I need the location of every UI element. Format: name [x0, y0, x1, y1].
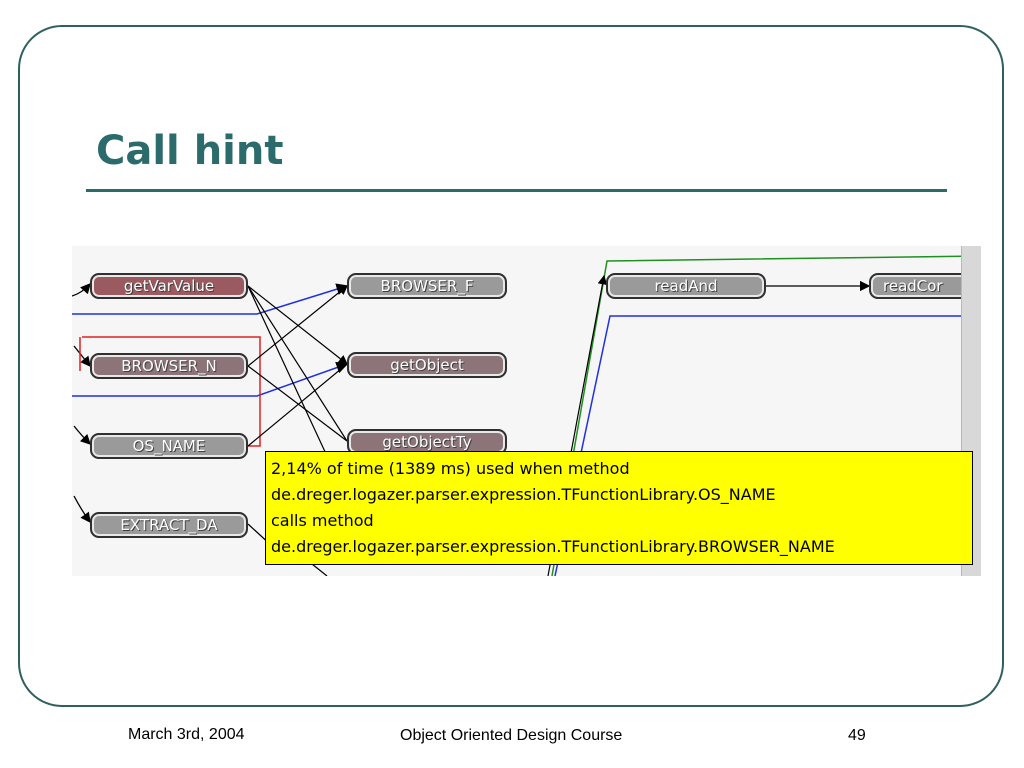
node-extract-da[interactable]: EXTRACT_DA: [90, 512, 248, 538]
tooltip-line-2: de.dreger.logazer.parser.expression.TFun…: [271, 485, 776, 504]
node-readand[interactable]: readAnd: [606, 273, 766, 299]
footer-date: March 3rd, 2004: [128, 726, 245, 743]
title-underline: [86, 189, 947, 192]
node-getvarvalue[interactable]: getVarValue: [90, 273, 248, 299]
node-os-name[interactable]: OS_NAME: [90, 433, 248, 459]
edge-in-browser-n: [73, 345, 91, 368]
call-hint-tooltip: 2,14% of time (1389 ms) used when method…: [265, 451, 973, 565]
tooltip-line-1: 2,14% of time (1389 ms) used when method: [271, 459, 630, 478]
edge-in-getvarvalue: [72, 283, 91, 297]
highlight-box: [82, 336, 261, 447]
footer-page-number: 49: [848, 727, 866, 744]
slide-title: Call hint: [96, 128, 284, 174]
slide-frame: [18, 25, 1004, 707]
tooltip-line-3: calls method: [271, 511, 374, 530]
edge-in-extract-da: [73, 495, 91, 524]
node-browser-f[interactable]: BROWSER_F: [347, 273, 507, 299]
footer-course: Object Oriented Design Course: [400, 727, 623, 744]
edge-blue-to-getobject: [72, 361, 349, 397]
edge-in-os-name: [73, 425, 91, 445]
node-browser-n[interactable]: BROWSER_N: [90, 353, 248, 379]
tooltip-line-4: de.dreger.logazer.parser.expression.TFun…: [271, 537, 835, 556]
edge-blue-to-browser-f: [72, 283, 349, 315]
node-getobject[interactable]: getObject: [347, 352, 507, 378]
call-graph-edges: [72, 255, 981, 576]
